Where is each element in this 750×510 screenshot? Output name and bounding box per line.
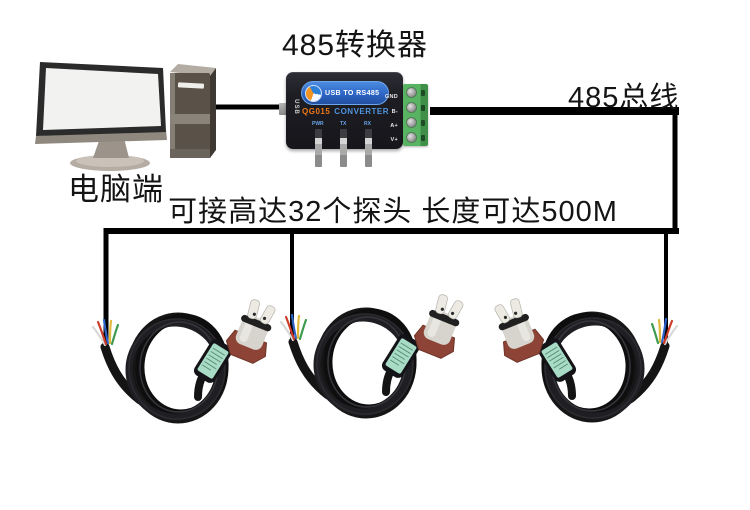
terminal-slot xyxy=(421,105,425,111)
drive-slot xyxy=(177,82,205,89)
computer-label: 电脑端 xyxy=(68,172,164,207)
led-label-tx: TX xyxy=(340,121,347,127)
terminal-label-a: A+ xyxy=(390,123,398,129)
terminal-slot xyxy=(421,135,425,141)
monitor-stand xyxy=(93,138,129,158)
computer-icon xyxy=(35,62,216,171)
terminal-slot xyxy=(421,90,425,96)
capacity-label: 可接高达32个探头 长度可达500M xyxy=(168,196,618,228)
pc-monitor xyxy=(35,62,167,171)
led-label-pwr: PWR xyxy=(312,121,324,127)
led-pin xyxy=(365,129,372,167)
badge-label: USB TO RS485 xyxy=(325,89,380,97)
terminal-screw xyxy=(406,102,417,113)
terminal-screw xyxy=(406,132,417,143)
probe-3 xyxy=(486,294,677,421)
led-pin xyxy=(315,129,322,167)
terminal-screw xyxy=(406,117,417,128)
pc-tower xyxy=(170,64,216,158)
terminal-block xyxy=(403,84,428,146)
converter-badge: USB TO RS485 xyxy=(301,81,389,105)
terminal-label-b: B- xyxy=(391,109,398,115)
usb-plug-icon xyxy=(279,103,288,115)
wiring-lines xyxy=(103,104,679,347)
terminal-labels: GND B- A+ V+ xyxy=(379,73,401,149)
model-label: QG015 xyxy=(302,107,331,116)
brand-logo-icon xyxy=(305,84,322,102)
terminal-slot xyxy=(421,120,425,126)
terminal-label-gnd: GND xyxy=(384,94,398,100)
converter-title: 485转换器 xyxy=(281,29,429,62)
bus-label: 485总线 xyxy=(568,82,680,114)
led-label-rx: RX xyxy=(364,121,371,127)
monitor-screen xyxy=(43,68,161,130)
terminal-label-v: V+ xyxy=(390,137,398,143)
led-pin xyxy=(340,129,347,167)
converter-type-label: CONVERTER xyxy=(334,107,390,116)
terminal-screw xyxy=(406,87,417,98)
probe-2 xyxy=(281,290,472,417)
probe-1 xyxy=(93,295,284,422)
usb-port-label: USB xyxy=(293,99,299,115)
